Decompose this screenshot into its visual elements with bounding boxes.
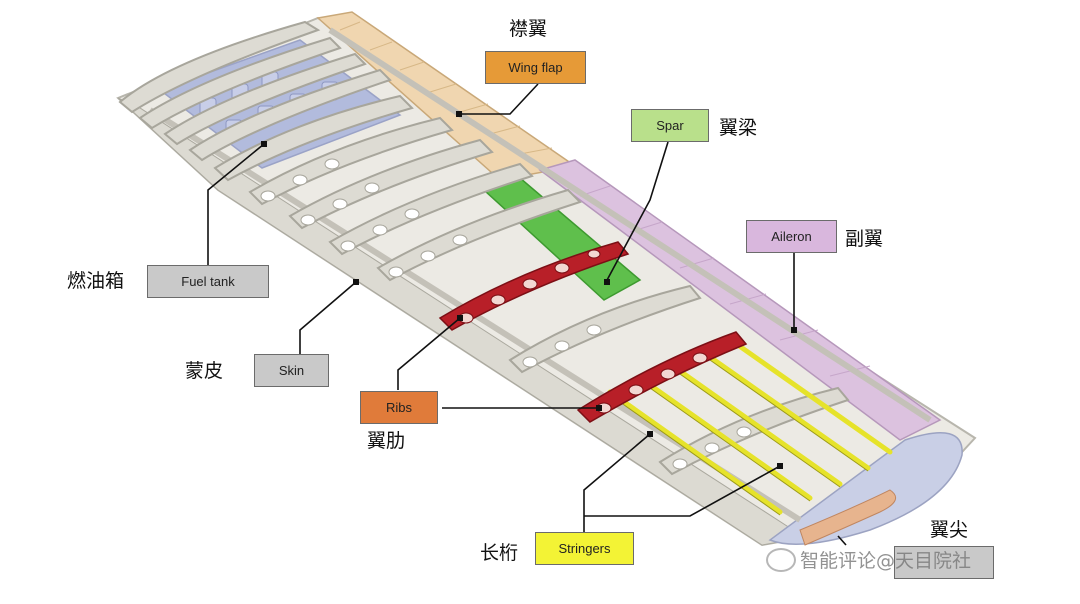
leader-fuel (207, 143, 265, 268)
ribs-label-zh: 翼肋 (367, 430, 406, 452)
leader-stringers-1 (583, 433, 651, 534)
spar-label: Spar (631, 109, 709, 142)
wing-flap-label-zh: 襟翼 (509, 18, 548, 40)
stringers-label-zh: 长桁 (480, 542, 519, 564)
stringers (607, 335, 893, 515)
fuel-tank-label-zh: 燃油箱 (67, 270, 125, 292)
aileron-label-zh: 副翼 (845, 228, 884, 250)
leader-wingtip (837, 535, 847, 546)
rear-spar (328, 27, 932, 423)
leader-stringers-2 (584, 465, 781, 517)
leader-ribs-1 (397, 317, 461, 390)
ribs-label: Ribs (360, 391, 438, 424)
leader-spar (605, 141, 669, 283)
wingtip-label-zh: 翼尖 (930, 519, 969, 541)
stringers-label: Stringers (535, 532, 634, 565)
watermark-text: 智能评论@天目院社 (800, 550, 972, 572)
watermark-icon (766, 548, 796, 572)
wingtip-light (799, 489, 897, 546)
wingtip-label (894, 546, 994, 579)
wing-flap-label: Wing flap (485, 51, 586, 84)
wingtip-fairing (768, 432, 963, 545)
leader-flap (460, 83, 539, 115)
skin-label-zh: 蒙皮 (185, 360, 224, 382)
aileron-label: Aileron (746, 220, 837, 253)
fuel-tank-label: Fuel tank (147, 265, 269, 298)
spar-label-zh: 翼梁 (719, 117, 758, 139)
skin-label: Skin (254, 354, 329, 387)
